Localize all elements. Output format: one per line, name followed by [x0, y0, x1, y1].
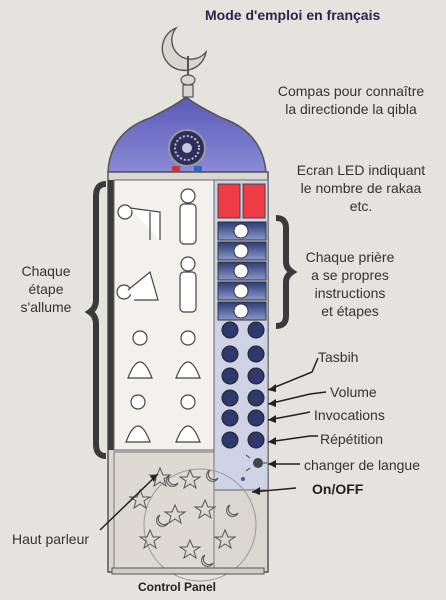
- control-panel-caption: Control Panel: [138, 580, 217, 594]
- prayer-buttons: [217, 221, 267, 321]
- speaker-grille: [113, 451, 257, 582]
- language-label: changer de langue: [304, 457, 420, 473]
- led-label: Ecran LED indiquant le nombre de rakaa e…: [296, 162, 426, 214]
- prayer-figures: [116, 188, 201, 443]
- tasbih-label: Tasbih: [318, 349, 359, 365]
- compass-icon: [168, 129, 206, 171]
- power-led: [241, 477, 245, 481]
- left-bracket: [84, 181, 107, 459]
- repetition-label: Répétition: [320, 431, 384, 447]
- language-switch-icon: [245, 454, 267, 472]
- control-buttons: [221, 321, 265, 449]
- steps-panel: [113, 179, 215, 451]
- volume-label: Volume: [330, 384, 377, 400]
- compass-label: Compas pour connaître la directionde la …: [277, 83, 425, 117]
- onoff-label: On/OFF: [312, 481, 364, 497]
- crescent-icon: [161, 26, 208, 98]
- title: Mode d'emploi en français: [205, 7, 381, 23]
- invocations-label: Invocations: [314, 407, 385, 423]
- speaker-label: Haut parleur: [12, 531, 90, 547]
- callout-lines: [99, 357, 327, 531]
- led-screen-right: [242, 183, 266, 219]
- prayer-steps-label: Chaque prière a se propres instructions …: [305, 249, 395, 319]
- arrowheads: [150, 384, 276, 495]
- each-step-label: Chaque étape s'allume: [20, 263, 72, 315]
- led-screen-left: [217, 183, 241, 219]
- right-bracket: [275, 215, 298, 329]
